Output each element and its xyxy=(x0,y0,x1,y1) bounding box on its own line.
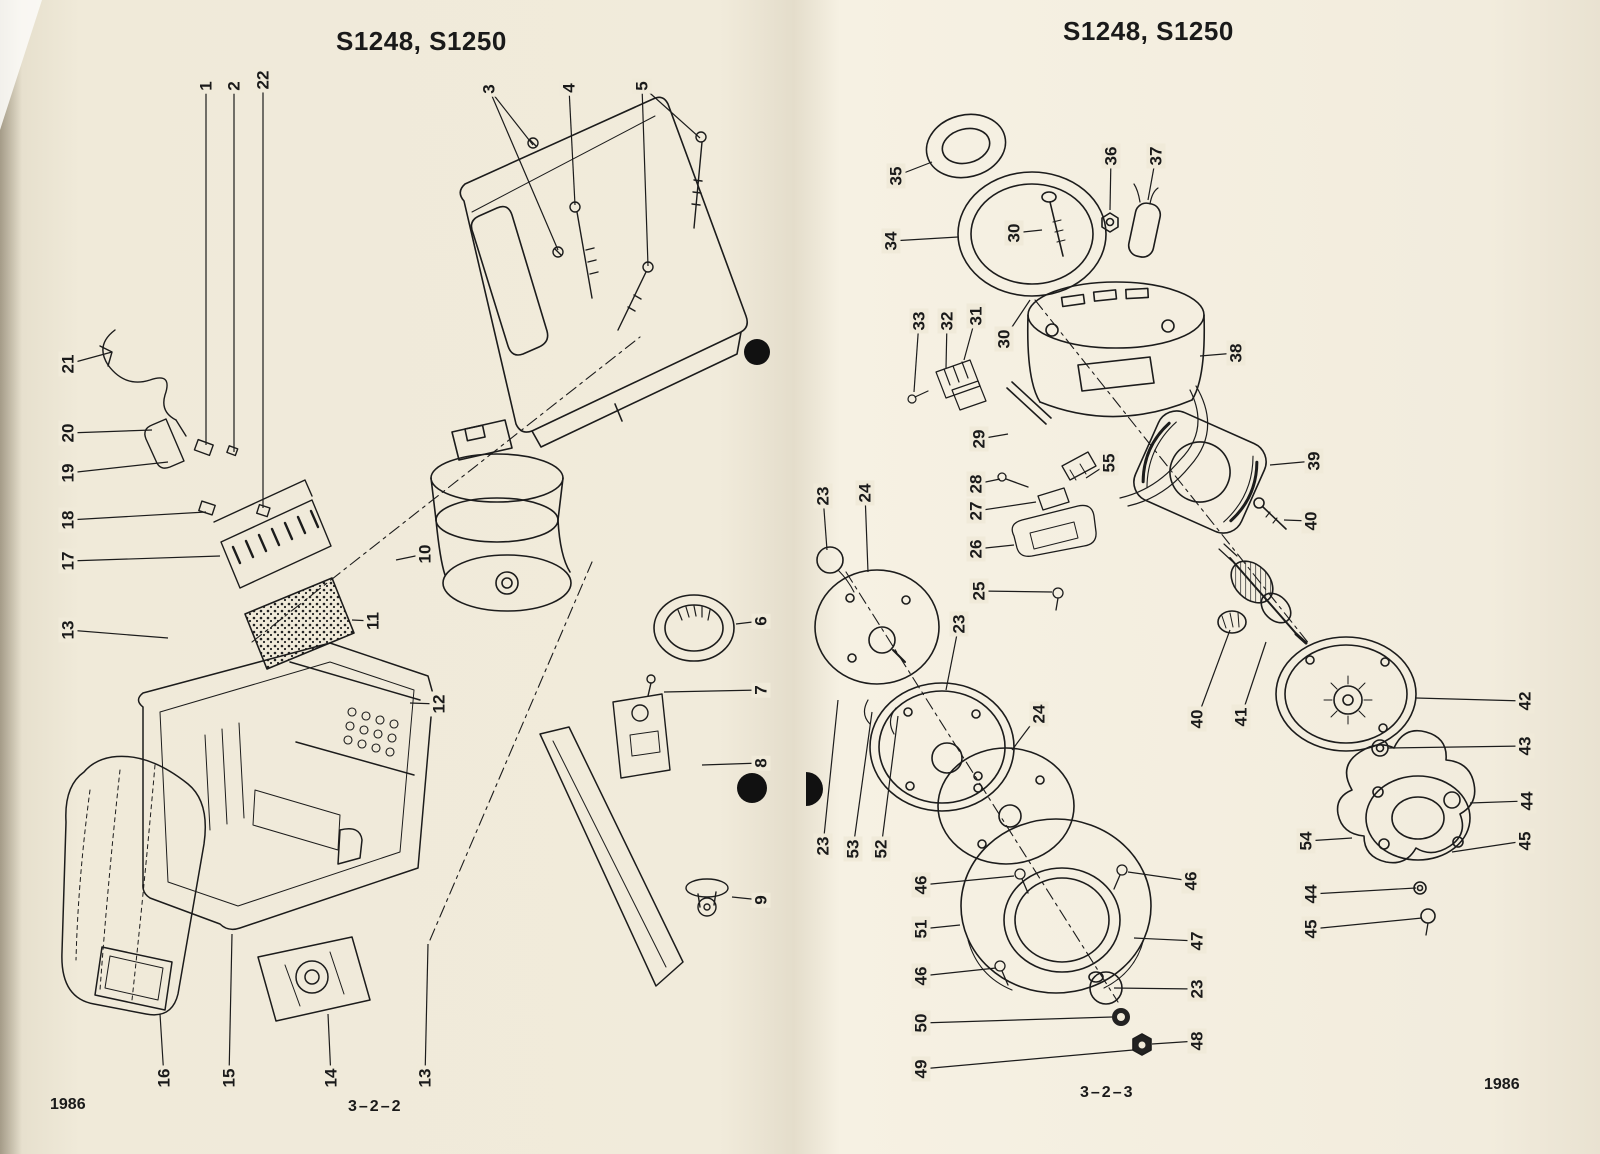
part-number-label: 47 xyxy=(1187,928,1207,954)
part-number-label: 22 xyxy=(253,67,273,93)
part-number-label: 23 xyxy=(813,483,833,509)
part-number-label: 23 xyxy=(949,611,969,637)
left-page-title: S1248, S1250 xyxy=(336,26,507,56)
part-number-label: 16 xyxy=(154,1065,174,1091)
part-number-label: 23 xyxy=(813,833,833,859)
part-number-label: 26 xyxy=(966,536,986,562)
part-number-label: 1 xyxy=(196,78,216,94)
part-number-label: 46 xyxy=(1181,868,1201,894)
part-number-label: 21 xyxy=(58,351,78,377)
part-number-label: 46 xyxy=(911,963,931,989)
part-number-label: 9 xyxy=(751,892,771,908)
part-number-label: 3 xyxy=(479,81,499,97)
part-number-label: 18 xyxy=(58,507,78,533)
part-number-label: 44 xyxy=(1301,881,1321,907)
part-number-label: 35 xyxy=(886,163,906,189)
part-number-label: 41 xyxy=(1231,704,1251,730)
part-number-label: 33 xyxy=(909,308,929,334)
part-number-label: 42 xyxy=(1515,688,1535,714)
part-number-label: 32 xyxy=(937,308,957,334)
part-number-label: 55 xyxy=(1099,450,1119,476)
part-number-label: 19 xyxy=(58,460,78,486)
part-number-label: 14 xyxy=(321,1065,341,1091)
part-number-label: 49 xyxy=(911,1056,931,1082)
left-diagram xyxy=(61,96,770,1022)
part-number-label: 25 xyxy=(969,578,989,604)
part-number-label: 39 xyxy=(1304,448,1324,474)
part-number-label: 48 xyxy=(1187,1028,1207,1054)
part-number-label: 24 xyxy=(1029,701,1049,727)
part-number-label: 13 xyxy=(58,617,78,643)
part-number-label: 12 xyxy=(429,691,449,717)
part-number-label: 10 xyxy=(415,541,435,567)
part-number-label: 50 xyxy=(911,1010,931,1036)
part-number-label: 51 xyxy=(911,916,931,942)
left-page-section: 3–2–2 xyxy=(348,1098,403,1115)
page-corner-curl xyxy=(0,0,42,130)
part-number-label: 54 xyxy=(1296,828,1316,854)
part-number-label: 45 xyxy=(1301,916,1321,942)
right-page-title: S1248, S1250 xyxy=(1063,16,1234,46)
part-number-label: 13 xyxy=(415,1065,435,1091)
part-number-label: 37 xyxy=(1146,143,1166,169)
left-page-year: 1986 xyxy=(50,1096,86,1113)
part-number-label: 30 xyxy=(1004,220,1024,246)
part-number-label: 28 xyxy=(966,471,986,497)
part-number-label: 40 xyxy=(1301,508,1321,534)
part-number-label: 7 xyxy=(751,682,771,698)
part-number-label: 40 xyxy=(1187,706,1207,732)
part-number-label: 44 xyxy=(1517,788,1537,814)
part-number-label: 30 xyxy=(994,326,1014,352)
part-number-label: 34 xyxy=(881,228,901,254)
part-number-label: 38 xyxy=(1226,340,1246,366)
part-number-label: 45 xyxy=(1515,828,1535,854)
part-number-label: 6 xyxy=(751,613,771,629)
part-number-label: 4 xyxy=(559,80,579,96)
right-diagram xyxy=(806,113,1476,1056)
part-number-label: 15 xyxy=(219,1065,239,1091)
part-number-label: 52 xyxy=(871,836,891,862)
page-edge-shadow xyxy=(0,0,22,1154)
part-number-label: 23 xyxy=(1187,976,1207,1002)
part-number-label: 24 xyxy=(855,480,875,506)
part-number-label: 36 xyxy=(1101,143,1121,169)
part-number-label: 20 xyxy=(58,420,78,446)
part-number-label: 5 xyxy=(632,78,652,94)
part-number-label: 29 xyxy=(969,426,989,452)
right-page-section: 3–2–3 xyxy=(1080,1084,1135,1101)
right-page-year: 1986 xyxy=(1484,1076,1520,1093)
part-number-label: 8 xyxy=(751,755,771,771)
part-number-label: 2 xyxy=(224,78,244,94)
part-number-label: 31 xyxy=(966,303,986,329)
part-number-label: 27 xyxy=(966,498,986,524)
part-number-label: 17 xyxy=(58,548,78,574)
part-number-label: 46 xyxy=(911,872,931,898)
part-number-label: 53 xyxy=(843,836,863,862)
part-number-label: 11 xyxy=(363,609,383,633)
part-number-label: 43 xyxy=(1515,733,1535,759)
